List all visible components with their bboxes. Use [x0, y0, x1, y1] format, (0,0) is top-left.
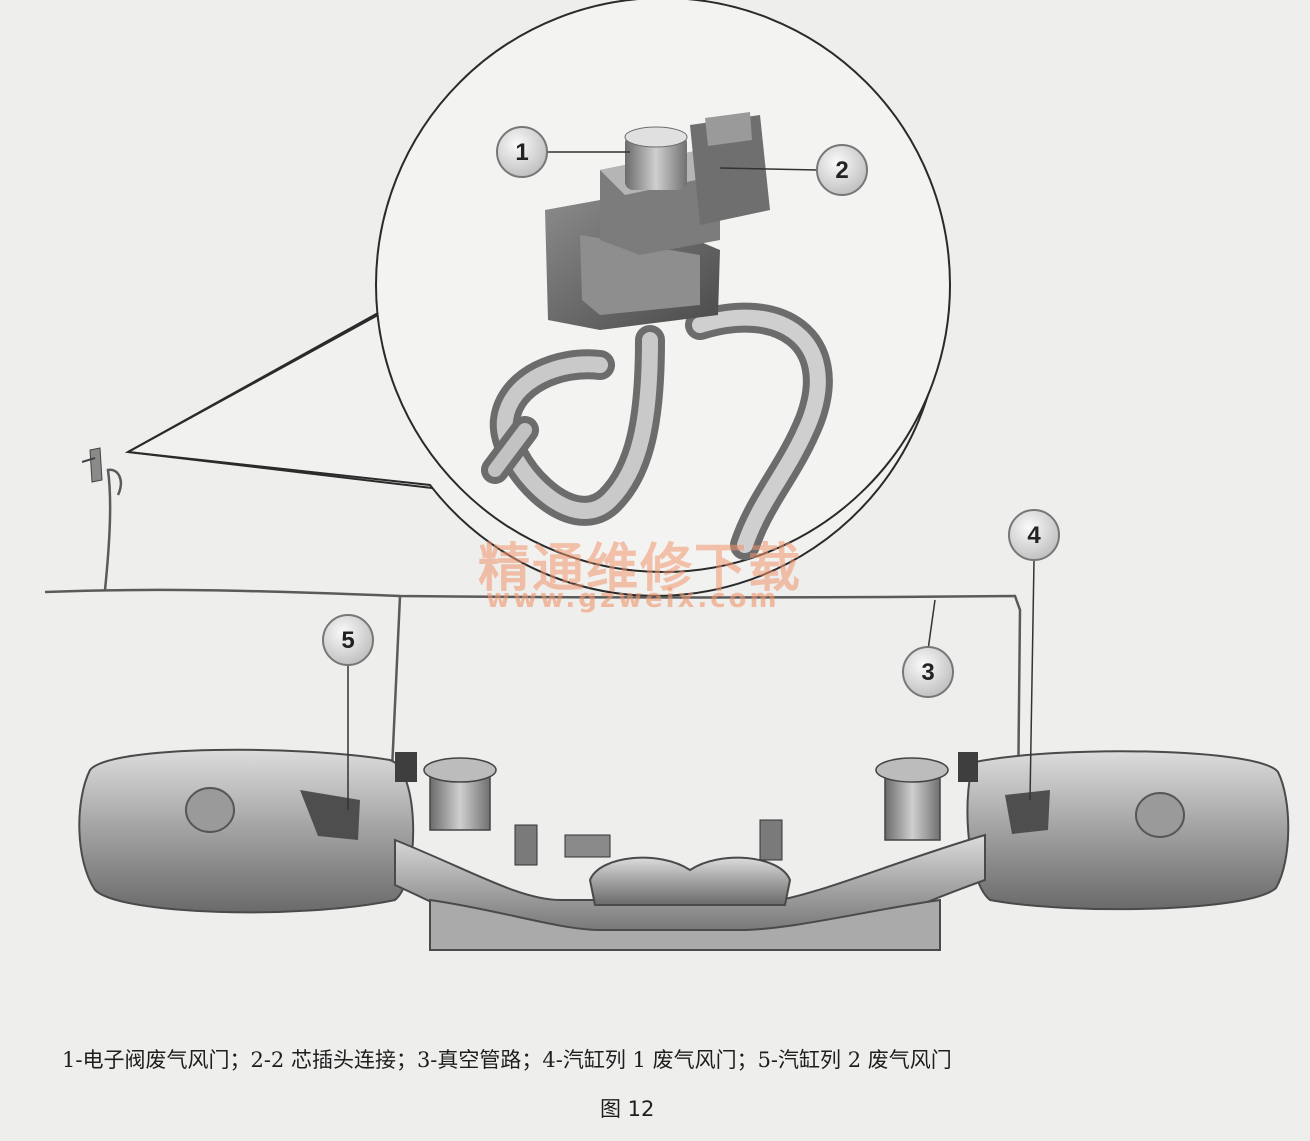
watermark-text: 精通维修下载 [478, 539, 803, 599]
figure-label: 图 12 [600, 1097, 655, 1121]
figure-caption: 1-电子阀废气风门；2-2 芯插头连接；3-真空管路；4-汽缸列 1 废气风门；… [62, 1048, 952, 1072]
callout-1: 1 [496, 126, 548, 178]
callout-5-label: 5 [341, 627, 354, 654]
callout-2: 2 [816, 144, 868, 196]
callout-3-label: 3 [921, 659, 934, 686]
callout-4: 4 [1008, 509, 1060, 561]
exhaust-system [78, 748, 1290, 951]
callout-2-label: 2 [835, 157, 848, 184]
vacuum-line [44, 447, 1022, 801]
leader-lines [347, 151, 1035, 810]
callout-1-label: 1 [515, 139, 528, 166]
callout-4-label: 4 [1027, 522, 1041, 549]
watermark-url: www.gzweix.com [486, 584, 780, 614]
callout-3: 3 [902, 646, 954, 698]
electronic-valve [481, 112, 833, 560]
callout-5: 5 [322, 614, 374, 666]
